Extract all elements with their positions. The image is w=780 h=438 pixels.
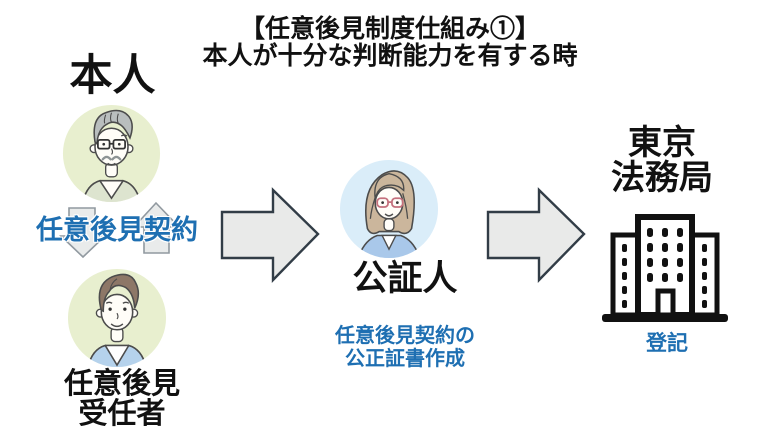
- notary-note: 任意後見契約の 公正証書作成: [323, 325, 487, 371]
- delegate-label: 任意後見 受任者: [42, 369, 202, 429]
- down-arrow-icon: [59, 207, 106, 259]
- elderly-man-avatar: [62, 104, 161, 203]
- bureau-heading: 東京 法務局: [592, 126, 732, 196]
- contract-label: 任意後見契約: [36, 215, 198, 245]
- notary-heading: 公証人: [352, 259, 458, 298]
- right-arrow-icon: [220, 187, 320, 283]
- government-building-icon: [602, 214, 728, 322]
- notary-note-line2: 公正証書作成: [345, 348, 465, 370]
- right-arrow-icon: [486, 187, 586, 283]
- delegate-label-line2: 受任者: [78, 398, 166, 430]
- young-man-avatar: [67, 268, 167, 368]
- diagram-title-line1: 【任意後見制度仕組み①】: [239, 15, 540, 43]
- diagram-title: 【任意後見制度仕組み①】 本人が十分な判断能力を有する時: [0, 16, 780, 70]
- bureau-heading-line2: 法務局: [611, 159, 713, 197]
- principal-heading: 本人: [69, 52, 156, 100]
- diagram-title-line2: 本人が十分な判断能力を有する時: [202, 42, 578, 70]
- delegate-label-line1: 任意後見: [63, 368, 180, 400]
- bureau-heading-line1: 東京: [628, 124, 696, 162]
- registration-caption: 登記: [646, 332, 688, 355]
- notary-woman-avatar: [339, 159, 439, 259]
- notary-note-line1: 任意後見契約の: [335, 325, 475, 347]
- up-arrow-icon: [133, 201, 181, 254]
